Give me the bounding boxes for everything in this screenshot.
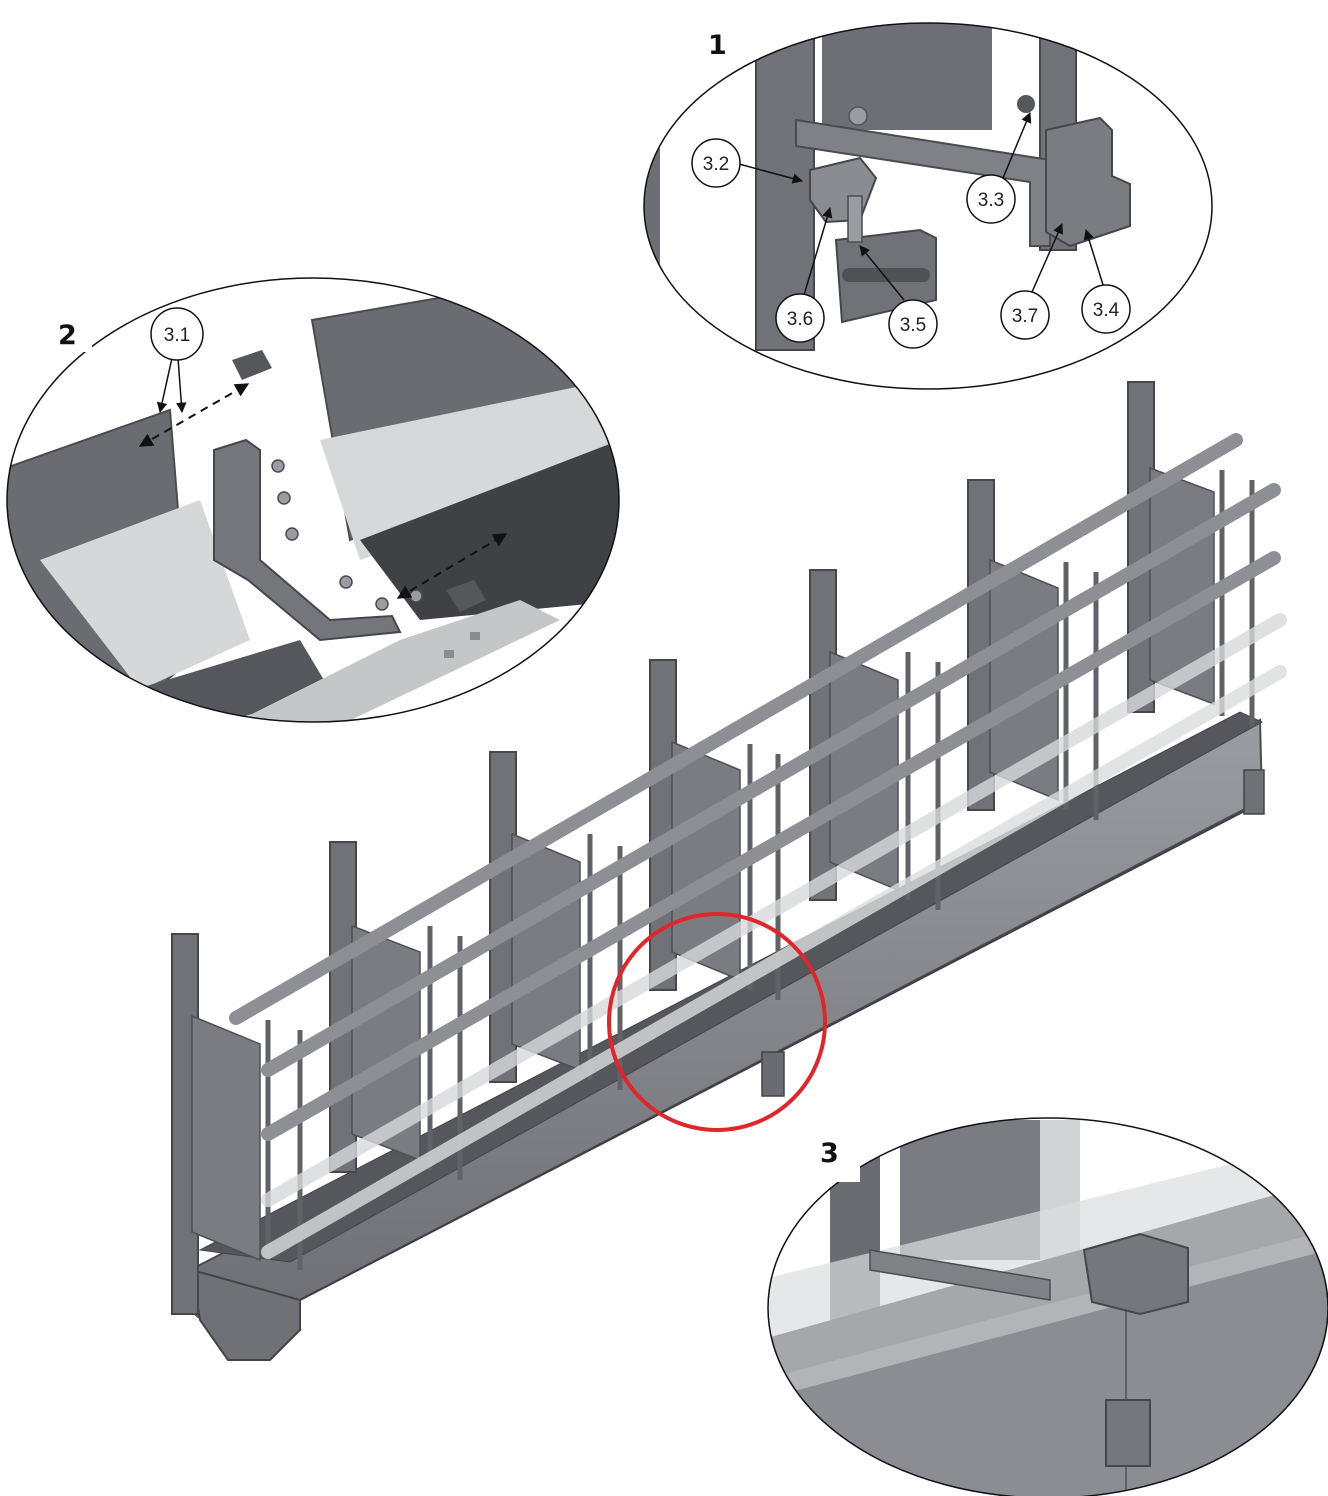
callout-3-7: 3.7 [1000,223,1063,340]
detail-3-crossbar [869,1249,1051,1301]
svg-text:3.2: 3.2 [703,154,729,175]
trough-connector-bracket [761,1051,785,1097]
horizontal-rails [229,433,1287,1259]
detail-1: 1 3.2 3.3 3.4 3.5 3.6 3. [643,22,1213,390]
detail-1-bolt [847,195,863,243]
rail-lower-transparent [261,613,1287,1207]
detail-2-trough-right-floor [320,380,619,560]
detail-3-connector-bracket [1105,1399,1151,1467]
detail-2-dashed-arrow-bottom [396,533,508,599]
detail-2-label: 2 [58,320,77,351]
svg-text:3.4: 3.4 [1093,300,1120,321]
rail-middle [261,551,1281,1141]
trough-end-cap-right [1243,769,1265,815]
svg-text:3.5: 3.5 [900,315,926,336]
callout-3-6: 3.6 [775,206,833,343]
rail-top [229,433,1243,1025]
detail-1-clamp [1045,116,1131,248]
detail-highlight-circle [607,912,827,1132]
callout-3-2: 3.2 [691,138,804,188]
detail-1-nut [1017,95,1035,113]
callout-3-4: 3.4 [1081,228,1131,334]
rail-bottom-transparent [261,665,1287,1259]
rail-upper [261,483,1281,1077]
detail-2-trough-left-floor [40,500,250,690]
detail-3-label: 3 [820,1138,839,1169]
svg-text:3.7: 3.7 [1012,306,1038,327]
divider-panel-1 [191,1014,261,1262]
callout-3-5: 3.5 [859,245,938,349]
detail-2-dashed-arrow-top [138,383,250,447]
detail-2: 2 3.1 [6,277,620,723]
main-assembly [171,381,1287,1361]
detail-3-clamp [1082,1232,1189,1316]
callout-3-1: 3.1 [150,307,204,414]
svg-text:3.6: 3.6 [787,309,813,330]
svg-text:3.1: 3.1 [164,325,190,346]
svg-text:3.3: 3.3 [978,190,1004,211]
detail-3: 3 [767,1117,1328,1496]
detail-2-joint-bracket [213,438,402,642]
detail-2-end-clip-top [232,350,272,380]
callout-3-3: 3.3 [966,112,1032,224]
detail-1-panel [822,23,992,130]
trough-end-cap-left [190,1268,301,1361]
detail-1-label: 1 [708,30,727,61]
